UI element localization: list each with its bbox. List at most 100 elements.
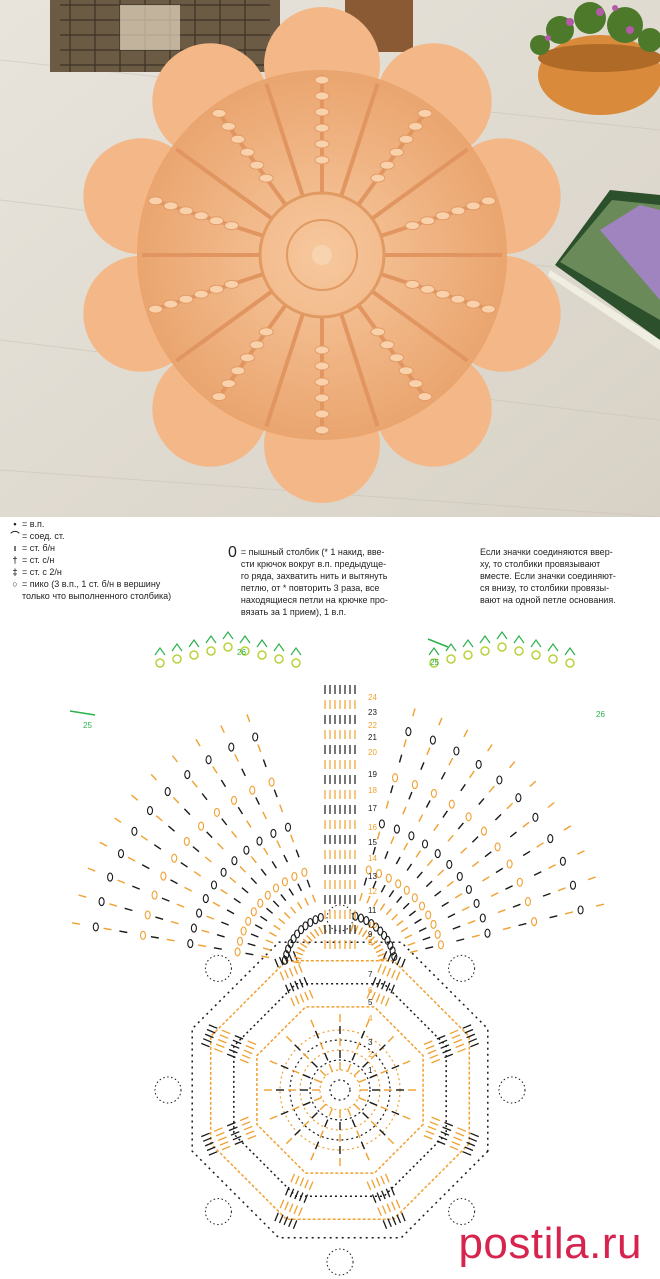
doily-puff <box>408 379 423 389</box>
stitch <box>226 1053 236 1059</box>
stitch <box>124 907 133 912</box>
stitch <box>226 909 235 915</box>
stitch <box>490 892 499 898</box>
puff-stitch <box>430 788 437 798</box>
stitch <box>353 1103 361 1111</box>
row-number: 19 <box>368 770 377 779</box>
stitch <box>376 978 382 988</box>
treble-crochet-symbol: ‡ <box>12 567 18 577</box>
stitch <box>462 1024 472 1029</box>
puff-stitch <box>294 929 301 939</box>
stitch <box>427 1049 437 1055</box>
stitch <box>213 947 222 950</box>
stitch <box>447 913 456 919</box>
stitch <box>457 1127 467 1132</box>
stitch <box>294 995 300 1005</box>
picot <box>547 642 559 652</box>
puff-stitch <box>405 727 412 737</box>
stitch <box>237 806 244 815</box>
puff-stitch <box>187 939 194 949</box>
stitch <box>304 991 309 1001</box>
stitch <box>395 971 401 981</box>
stitch <box>276 840 282 849</box>
stitch <box>353 1069 361 1077</box>
puff-stitch <box>548 654 558 664</box>
stitch <box>461 906 470 912</box>
stitch <box>247 1040 257 1046</box>
stitch <box>255 797 260 805</box>
stitch <box>377 952 386 957</box>
stitch <box>245 952 254 956</box>
puff-stitch <box>506 859 513 869</box>
stitch <box>269 1060 278 1065</box>
picot-symbol: ○ <box>12 579 18 589</box>
doily-puff <box>314 155 330 165</box>
book <box>548 190 660 350</box>
stitch <box>239 865 247 873</box>
stitch <box>488 785 495 793</box>
puff-stitch <box>151 890 158 900</box>
stitch <box>304 1179 309 1189</box>
stitch <box>262 947 272 951</box>
doily-puff <box>193 211 209 221</box>
puff-stitch <box>456 871 463 881</box>
stitch <box>425 1044 435 1050</box>
puff-stitch <box>131 826 138 836</box>
stitch <box>198 944 207 948</box>
doily-rib <box>175 147 273 221</box>
puff-stitch <box>479 913 486 923</box>
stitch <box>201 1042 210 1048</box>
puff-stitch <box>92 922 99 932</box>
stitch <box>416 871 423 879</box>
stitch <box>245 1130 255 1136</box>
stitch <box>462 1151 472 1156</box>
stitch <box>358 1097 367 1102</box>
stitch <box>447 834 454 842</box>
doily-puff <box>249 160 265 170</box>
stitch <box>234 1034 244 1040</box>
puff-stitch <box>565 658 575 668</box>
stitch <box>280 893 287 902</box>
stitch <box>288 952 293 962</box>
row-number: 25 <box>83 721 92 730</box>
stitch <box>324 1119 329 1128</box>
stitch <box>587 876 596 881</box>
stitch <box>351 1052 356 1061</box>
stitch <box>206 915 215 920</box>
stitch <box>369 1074 378 1079</box>
stitch <box>293 1205 299 1215</box>
stitch <box>328 1063 333 1072</box>
chain-symbol: • <box>13 519 17 529</box>
stitch <box>228 1048 238 1054</box>
stitch <box>362 1112 369 1119</box>
doily-puff <box>389 147 405 157</box>
picot-loop <box>498 1076 526 1104</box>
stitch <box>431 1116 441 1122</box>
stitch <box>284 1186 290 1196</box>
row-number: 15 <box>368 838 377 847</box>
puff-stitch <box>317 912 324 922</box>
legend-row: ı= ст. б/н <box>8 542 238 554</box>
stitch <box>319 1069 327 1077</box>
stitch <box>347 1063 352 1072</box>
doily-puff <box>379 340 395 350</box>
doily-puff <box>239 147 255 157</box>
stitch <box>414 918 422 924</box>
stitch <box>434 890 442 897</box>
doily-puff <box>314 409 330 419</box>
stitch <box>289 982 295 992</box>
stitch <box>396 1214 402 1224</box>
stitch <box>127 856 136 862</box>
puff-stitch <box>463 650 473 660</box>
puff-stitch <box>385 873 392 883</box>
stitch <box>166 938 175 942</box>
stitch <box>294 1129 301 1136</box>
puff-stitch <box>569 880 577 890</box>
stitch <box>522 850 531 857</box>
doily-photo <box>0 0 660 517</box>
stitch <box>161 897 170 902</box>
stitch <box>228 1126 238 1132</box>
stitch <box>319 1103 327 1111</box>
stitch <box>114 817 122 823</box>
stitch <box>563 825 572 831</box>
